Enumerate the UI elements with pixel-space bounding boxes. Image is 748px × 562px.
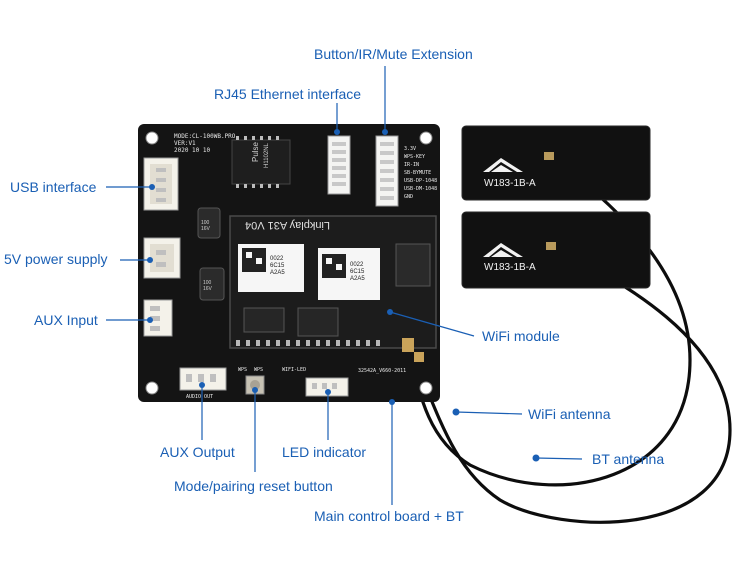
wifi-antenna-cable (408, 154, 692, 487)
main-board-callout: Main control board + BT (314, 508, 464, 524)
led-indicator-connector: WIFI-LED (282, 367, 349, 397)
led-indicator-callout: LED indicator (282, 444, 367, 460)
module-brand: Linkplay A31 V04 (245, 219, 330, 231)
usb-connector (143, 157, 179, 211)
wifi-module-callout: WiFi module (482, 328, 560, 344)
antenna-cables (408, 154, 732, 524)
pin-label: IR-IN (404, 162, 419, 168)
wifi-led-label: WIFI-LED (282, 367, 306, 373)
transformer-part: H1102NL (264, 142, 270, 168)
bt-antenna-cable (413, 244, 732, 524)
board-date-text: 2020 10 10 (174, 147, 211, 154)
leader-dots (147, 129, 540, 462)
main-control-board: MODE:CL-100WB.PRO VER:V1 2020 10 10 Puls… (138, 124, 440, 402)
leader-lines (106, 66, 583, 505)
button-ir-mute-callout: Button/IR/Mute Extension (314, 46, 473, 62)
pcb-code: 32542A_V660-2011 (358, 368, 406, 374)
ethernet-transformer-chip: Pulse H1102NL (231, 136, 291, 188)
pin-label: USB-DP-1048 (404, 178, 437, 184)
bt-antenna-model: W183-1B-A (484, 262, 536, 273)
usb-callout: USB interface (10, 179, 97, 195)
pin-label: USB-DM-1048 (404, 186, 437, 192)
wifi-antenna-pad: W183-1B-A (461, 125, 651, 201)
pin-label: GND (404, 194, 413, 200)
connector-pin-labels: 3.3V WPS-KEY IR-IN SB-BYMUTE USB-DP-1048… (404, 146, 437, 200)
aux-input-callout: AUX Input (34, 312, 98, 328)
wifi-antenna-model: W183-1B-A (484, 178, 536, 189)
board-model-text: MODE:CL-100WB.PRO (174, 133, 236, 140)
board-version-text: VER:V1 (174, 140, 196, 147)
bt-antenna-pad: W183-1B-A (461, 211, 651, 289)
rj45-callout: RJ45 Ethernet interface (214, 86, 362, 102)
bt-antenna-callout: BT antenna (592, 451, 665, 467)
audio-out-label: AUDIO OUT (186, 394, 213, 400)
wps-label: WPS (238, 367, 247, 373)
wps-button: WPS WPS (238, 367, 265, 395)
wifi-antenna-callout: WiFi antenna (528, 406, 611, 422)
pin-label: WPS-KEY (404, 154, 425, 160)
wps-label: WPS (254, 367, 263, 373)
power-callout: 5V power supply (4, 251, 108, 267)
transformer-brand: Pulse (251, 141, 260, 162)
pin-label: 3.3V (404, 146, 416, 152)
aux-output-callout: AUX Output (160, 444, 235, 460)
aux-output-connector: AUDIO OUT (179, 367, 227, 400)
pin-label: SB-BYMUTE (404, 170, 431, 176)
mode-reset-callout: Mode/pairing reset button (174, 478, 333, 494)
rj45-connector (327, 135, 351, 195)
button-ir-mute-connector (375, 135, 399, 207)
